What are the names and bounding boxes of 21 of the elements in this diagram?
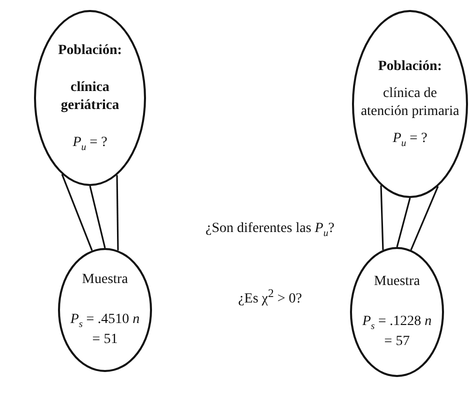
- connector-line: [89, 186, 106, 248]
- node-text: clínica geriátrica: [60, 79, 120, 114]
- connector-line: [380, 185, 384, 250]
- node-text: P$_{s}$ = .4510 n = 51: [69, 310, 141, 349]
- node-text: Muestra: [82, 271, 128, 289]
- connector-line: [116, 175, 119, 250]
- question-label: ¿Es χ$^{2}$ > 0?: [237, 287, 303, 308]
- node-text: Población:: [378, 58, 442, 76]
- node-text: P$_{u}$ = ?: [72, 134, 108, 154]
- node-text: clínica de atención primaria: [360, 85, 460, 120]
- ellipse-node: [350, 247, 444, 377]
- question-label: ¿Son diferentes las P$_{u}$?: [205, 220, 335, 240]
- ellipse-node: [34, 10, 146, 186]
- ellipse-node: [352, 10, 468, 198]
- connector-line: [61, 174, 93, 251]
- connector-line: [410, 186, 439, 250]
- node-text: Población:: [58, 42, 122, 60]
- node-text: P$_{u}$ = ?: [392, 130, 428, 150]
- node-text: Muestra: [374, 273, 420, 291]
- ellipse-node: [58, 248, 152, 372]
- node-text: P$_{s}$ = .1228 n = 57: [361, 312, 433, 351]
